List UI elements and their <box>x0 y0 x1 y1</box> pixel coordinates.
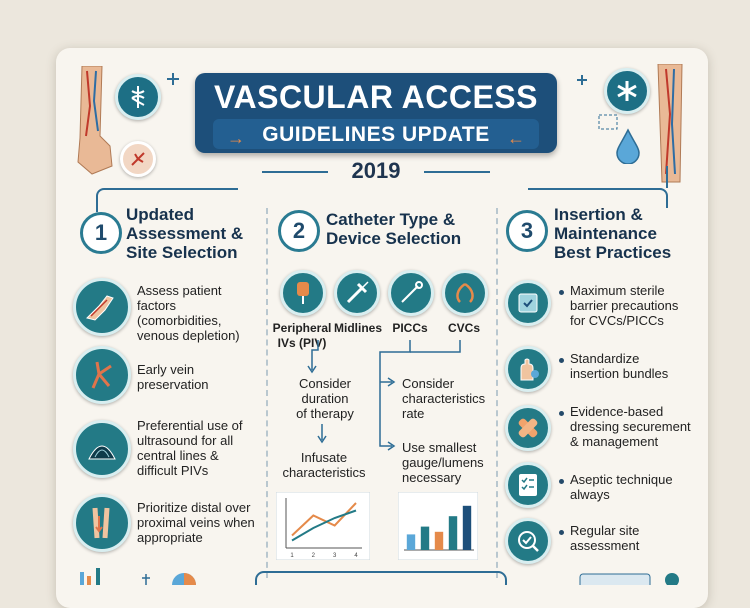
subtitle-band: → GUIDELINES UPDATE ← <box>213 119 539 149</box>
bullet-3 <box>559 411 564 416</box>
bar-2 <box>420 526 430 550</box>
bar-1 <box>406 534 416 550</box>
connector-right <box>528 188 668 208</box>
plus-sign-icon <box>167 73 179 85</box>
line-chart-tick-label: 2 <box>312 553 316 559</box>
distal-vein-icon <box>73 494 131 552</box>
device-label-cvcs: CVCs <box>447 321 480 335</box>
line-chart-frame <box>276 492 370 560</box>
title-banner: VASCULAR ACCESS → GUIDELINES UPDATE ← <box>195 73 557 153</box>
column-2-title: Catheter Type & Device Selection <box>326 210 462 248</box>
column-1-title: Updated Assessment & Site Selection <box>126 205 244 262</box>
sterile-barrier-icon <box>505 280 551 326</box>
year-line-left <box>262 171 328 173</box>
bullet-1 <box>559 290 564 295</box>
leg-veins-illustration <box>657 64 683 183</box>
bar-3 <box>434 531 444 550</box>
arm-veins-illustration <box>77 66 113 175</box>
cvc-icon <box>442 270 488 316</box>
device-label-piccs: PICCs <box>392 321 428 335</box>
line-chart: 1 2 3 4 <box>276 492 370 560</box>
picc-icon <box>388 270 434 316</box>
medical-star-icon <box>604 68 650 114</box>
line-chart-tick-label: 1 <box>290 553 294 559</box>
ultrasound-icon <box>73 420 131 478</box>
checklist-icon <box>505 462 551 508</box>
column-2-number: 2 <box>278 210 320 252</box>
connector-left <box>96 188 238 212</box>
year-label: 2019 <box>351 158 401 183</box>
plus-sign-icon-right <box>577 75 587 85</box>
check-circle-icon <box>505 518 551 564</box>
footer-decorations <box>80 568 679 585</box>
bandage-icon <box>505 405 551 451</box>
bullet-4 <box>559 479 564 484</box>
vein-cross-icon <box>120 141 156 177</box>
column-1-number: 1 <box>80 212 122 254</box>
caduceus-icon <box>115 74 161 120</box>
vein-icon <box>73 346 131 404</box>
bullet-2 <box>559 358 564 363</box>
line-chart-tick-label: 4 <box>354 553 358 559</box>
monitor-dashed-icon <box>598 114 618 130</box>
year-line-right <box>424 171 490 173</box>
arm-icon <box>73 278 131 336</box>
hand-sanitize-icon <box>505 346 551 392</box>
column-3-number: 3 <box>506 210 548 252</box>
arrow-right-icon: → <box>227 128 245 148</box>
bar-chart <box>398 492 478 560</box>
column-divider-1 <box>266 208 268 578</box>
bar-4 <box>448 516 458 550</box>
line-chart-tick-label: 3 <box>333 553 337 559</box>
page-subtitle: GUIDELINES UPDATE <box>262 123 490 146</box>
flow-connectors <box>307 340 461 451</box>
bullet-5 <box>559 530 564 535</box>
device-label-midlines: Midlines <box>333 321 382 335</box>
arrow-left-icon: ← <box>507 128 525 148</box>
line-series-2 <box>291 509 357 542</box>
column-3-title: Insertion & Maintenance Best Practices <box>554 205 672 262</box>
iv-bag-icon <box>280 270 326 316</box>
connector-right-up <box>666 166 668 188</box>
syringe-icon <box>334 270 380 316</box>
page-title: VASCULAR ACCESS <box>214 79 538 115</box>
column-divider-2 <box>496 208 498 578</box>
water-drop-icon <box>616 128 640 164</box>
bar-5 <box>462 505 472 550</box>
